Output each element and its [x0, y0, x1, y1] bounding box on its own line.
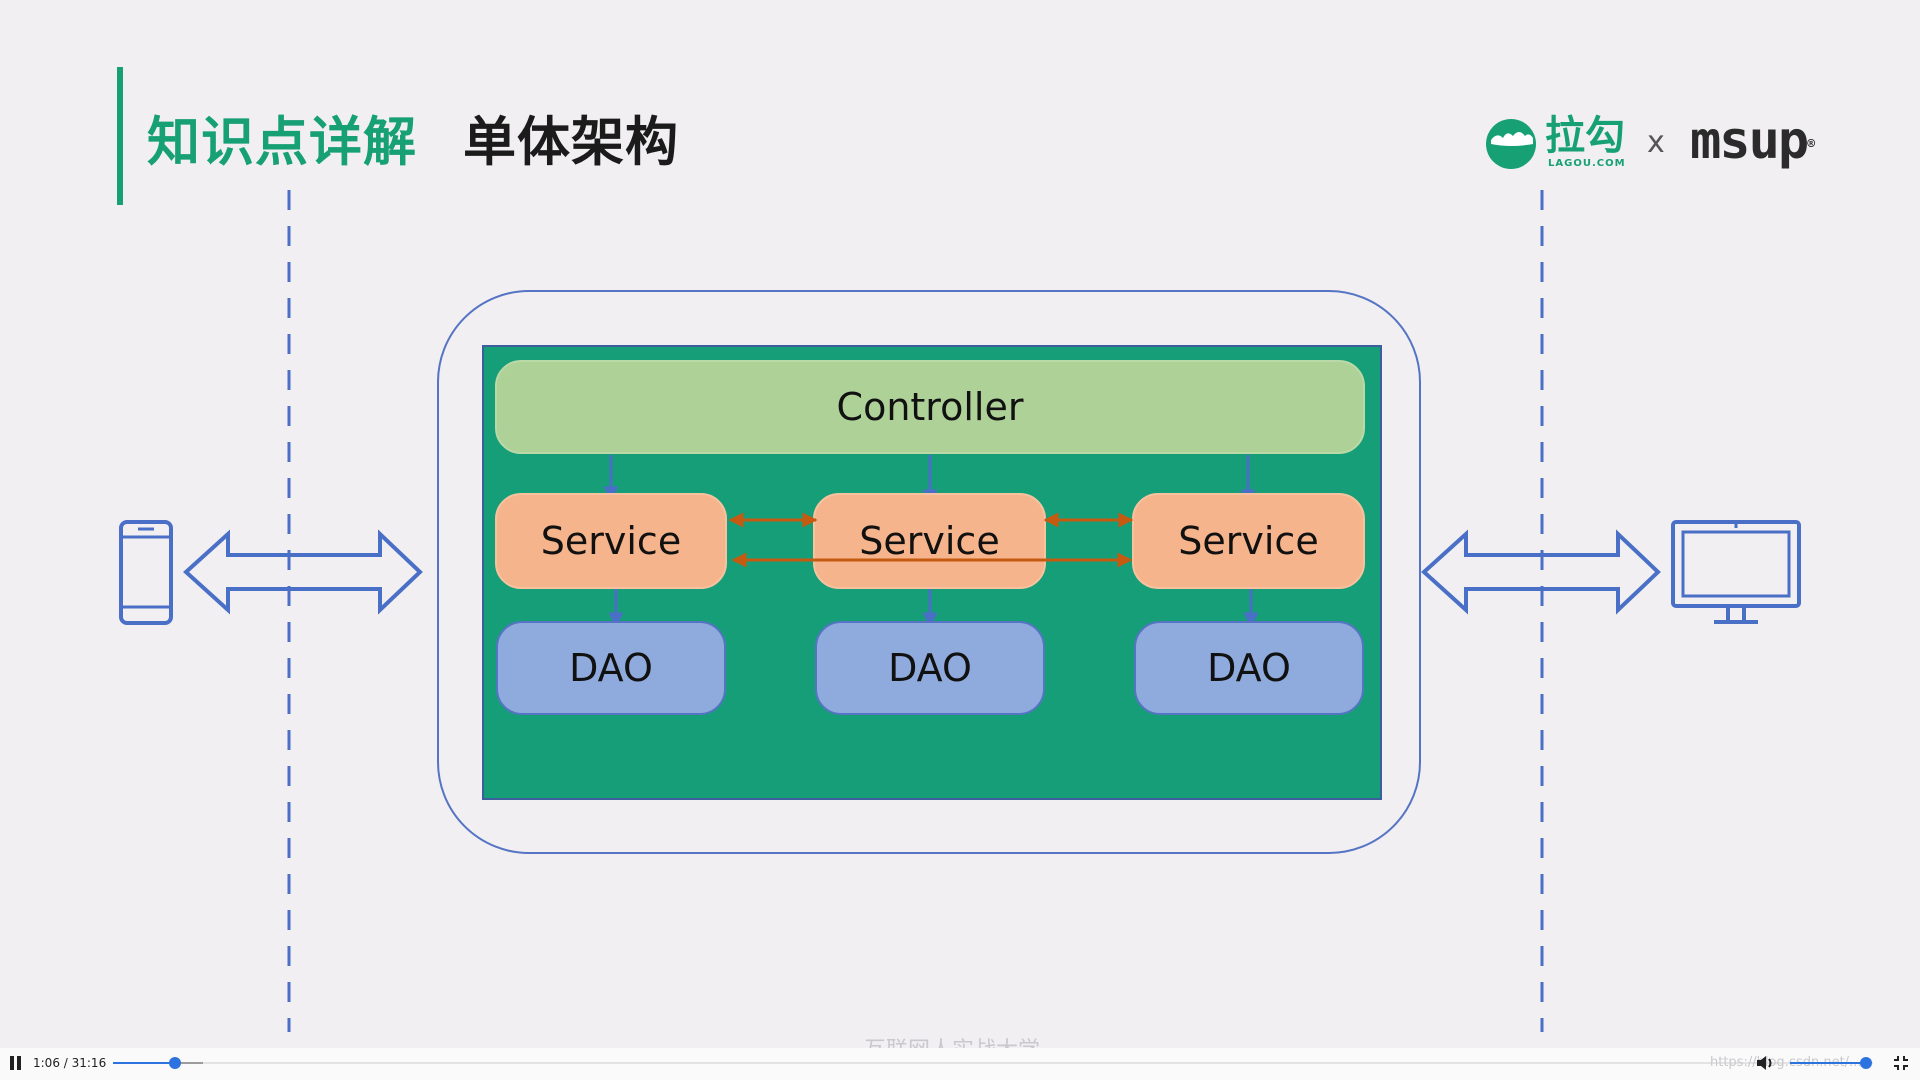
- progress-track[interactable]: [113, 1062, 1873, 1064]
- lagou-logo-subtext: LAGOU.COM: [1548, 158, 1626, 169]
- pause-button[interactable]: [9, 1056, 23, 1070]
- left-double-arrow-icon: [183, 529, 423, 615]
- controller-node: Controller: [495, 360, 1365, 454]
- service-node-1: Service: [495, 493, 727, 589]
- volume-handle[interactable]: [1860, 1057, 1872, 1069]
- application-boundary: [437, 290, 1421, 854]
- lagou-logo-text: 拉勾: [1545, 113, 1625, 159]
- video-control-bar: [0, 1048, 1920, 1080]
- volume-slider[interactable]: [1790, 1062, 1866, 1064]
- title-accent-bar: [117, 67, 123, 205]
- exit-fullscreen-icon[interactable]: [1893, 1055, 1909, 1071]
- blog-watermark: https://blog.csdn.net/...: [1710, 1055, 1862, 1070]
- dao-node-3: DAO: [1134, 621, 1364, 715]
- progress-handle[interactable]: [169, 1057, 181, 1069]
- msup-logo: msup®: [1690, 115, 1815, 167]
- dao-node-2: DAO: [815, 621, 1045, 715]
- time-display: 1:06 / 31:16: [33, 1056, 107, 1070]
- registered-mark: ®: [1807, 137, 1816, 152]
- right-double-arrow-icon: [1421, 529, 1661, 615]
- msup-logo-text: msup: [1690, 111, 1809, 171]
- service-node-3: Service: [1132, 493, 1365, 589]
- mobile-phone-icon: [119, 520, 173, 625]
- logo-separator: x: [1647, 125, 1665, 160]
- slide-title: 单体架构: [463, 112, 679, 173]
- section-title: 知识点详解: [147, 112, 417, 173]
- progress-fill: [113, 1062, 175, 1064]
- dao-node-1: DAO: [496, 621, 726, 715]
- lagou-logo-icon: [1486, 119, 1536, 169]
- volume-icon[interactable]: [1755, 1054, 1775, 1072]
- desktop-monitor-icon: [1671, 520, 1801, 624]
